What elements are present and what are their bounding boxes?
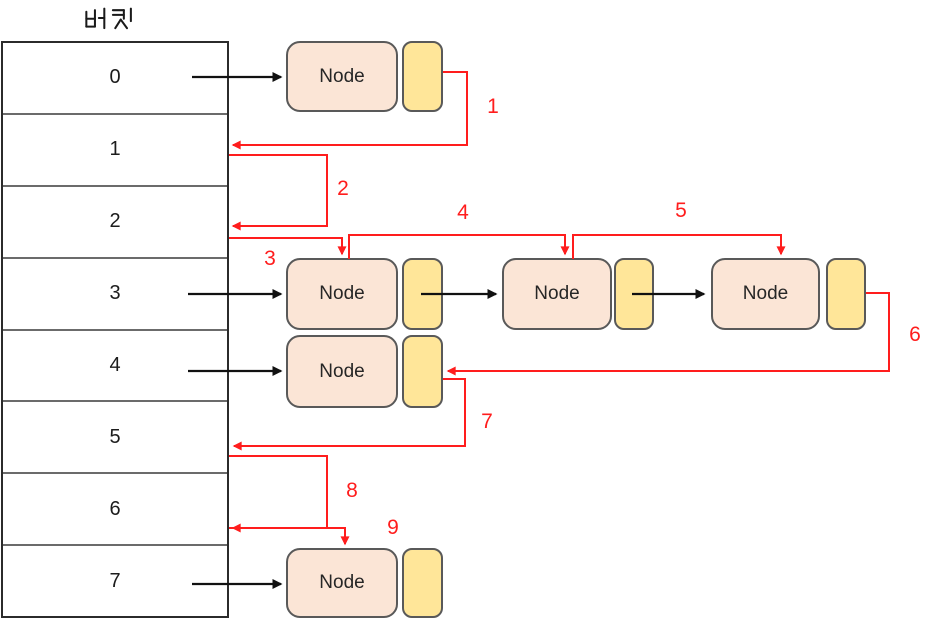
next-pointer-box-bucket4-1: [402, 335, 443, 408]
step-label-7: 7: [481, 410, 493, 433]
step-label-1: 1: [487, 95, 499, 118]
node-bucket7-1: Node: [286, 548, 398, 618]
bucket-index: 5: [109, 425, 121, 448]
next-pointer-box-bucket7-1: [402, 548, 443, 618]
bucket-cell-7: 7: [3, 546, 227, 616]
bucket-index: 2: [109, 210, 121, 233]
step-label-2: 2: [337, 177, 349, 200]
node-bucket3-2: Node: [502, 258, 612, 330]
node-bucket0-1: Node: [286, 41, 398, 112]
step-label-4: 4: [457, 201, 469, 224]
step-label-5: 5: [675, 199, 687, 222]
traversal-arrow-5: [572, 234, 786, 259]
bucket-cell-5: 5: [3, 402, 227, 475]
node-bucket4-1: Node: [286, 335, 398, 408]
bucket-index: 3: [109, 282, 121, 305]
traversal-arrow-9: [229, 527, 350, 546]
node-bucket3-3: Node: [711, 258, 820, 330]
step-label-3: 3: [264, 247, 276, 270]
bucket-index: 7: [109, 569, 121, 592]
bucket-header-hangul: [85, 7, 132, 30]
bucket-cell-2: 2: [3, 187, 227, 259]
next-pointer-box-bucket0-1: [402, 41, 443, 112]
traversal-arrow-4: [348, 234, 570, 259]
next-pointer-box-bucket3-1: [402, 258, 443, 330]
traversal-arrow-2: [229, 154, 328, 231]
bucket-table: 0 1 2 3 4 5 6 7: [1, 41, 229, 618]
step-label-8: 8: [346, 479, 358, 502]
traversal-arrow-3: [229, 237, 347, 256]
bucket-cell-6: 6: [3, 474, 227, 547]
next-pointer-box-bucket3-2: [614, 258, 654, 330]
bucket-index: 6: [109, 497, 121, 520]
node-bucket3-1: Node: [286, 258, 398, 330]
bucket-cell-1: 1: [3, 115, 227, 187]
next-pointer-box-bucket3-3: [826, 258, 866, 330]
bucket-index: 1: [109, 138, 121, 161]
bucket-cell-4: 4: [3, 331, 227, 403]
bucket-cell-0: 0: [3, 43, 227, 115]
bucket-index: 0: [109, 66, 121, 89]
traversal-arrow-8: [229, 455, 328, 533]
bucket-cell-3: 3: [3, 259, 227, 331]
step-label-9: 9: [387, 516, 399, 539]
bucket-header-text: 버킷: [0, 0, 1, 1]
bucket-index: 4: [109, 353, 121, 376]
step-label-6: 6: [909, 323, 921, 346]
